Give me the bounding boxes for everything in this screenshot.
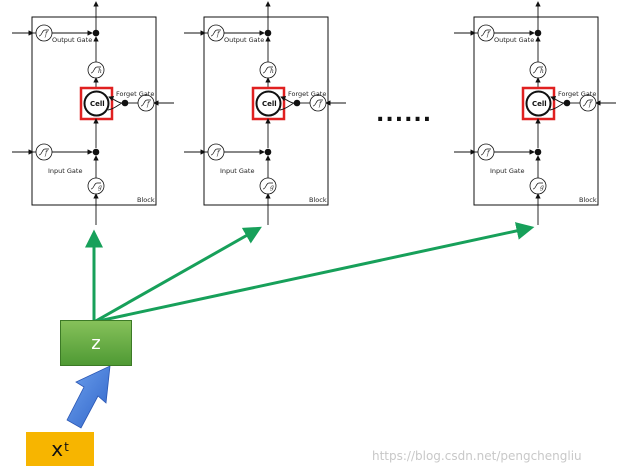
cell-label: Cell: [532, 100, 547, 108]
lstm-block-1: Output Gate Forget Gate Input Gate Cell …: [12, 2, 174, 225]
z-input-box: z: [60, 320, 132, 366]
block-label: Block: [309, 196, 327, 204]
gate-symbol: f: [216, 31, 221, 38]
cell-label: Cell: [262, 100, 277, 108]
input-gate-label: Input Gate: [490, 167, 524, 175]
output-gate-label: Output Gate: [52, 36, 92, 44]
lstm-block-2: Output Gate Forget Gate Input Gate Cell …: [184, 2, 346, 225]
cell-label: Cell: [90, 100, 105, 108]
forget-gate-label: Forget Gate: [116, 90, 154, 98]
gate-symbol: g: [540, 184, 544, 191]
block-label: Block: [579, 196, 597, 204]
arrow-to-block-2: [93, 226, 262, 324]
forget-gate-label: Forget Gate: [558, 90, 596, 98]
gate-symbol: f: [216, 150, 221, 157]
lstm-block-3: Output Gate Forget Gate Input Gate Cell …: [454, 2, 616, 225]
x-to-z-arrow: [66, 365, 111, 429]
watermark: https://blog.csdn.net/pengchengliu: [372, 449, 582, 463]
x-label: x: [51, 437, 64, 461]
x-superscript: t: [64, 440, 69, 454]
gate-symbol: f: [44, 150, 49, 157]
output-gate-label: Output Gate: [224, 36, 264, 44]
input-gate-label: Input Gate: [48, 167, 82, 175]
gate-symbol: g: [98, 184, 102, 191]
gate-symbol: h: [98, 68, 102, 75]
z-fanout-arrows: [85, 222, 535, 324]
gate-symbol: h: [270, 68, 274, 75]
gate-symbol: f: [588, 101, 593, 108]
gate-symbol: f: [146, 101, 151, 108]
gate-symbol: f: [318, 101, 323, 108]
block-label: Block: [137, 196, 155, 204]
gate-symbol: g: [270, 184, 274, 191]
arrow-to-block-3: [93, 222, 535, 324]
ellipsis: ......: [376, 102, 433, 127]
gate-symbol: f: [44, 31, 49, 38]
gate-symbol: f: [486, 31, 491, 38]
forget-gate-label: Forget Gate: [288, 90, 326, 98]
z-label: z: [91, 332, 101, 354]
output-gate-label: Output Gate: [494, 36, 534, 44]
gate-symbol: h: [540, 68, 544, 75]
gate-symbol: f: [486, 150, 491, 157]
input-gate-label: Input Gate: [220, 167, 254, 175]
